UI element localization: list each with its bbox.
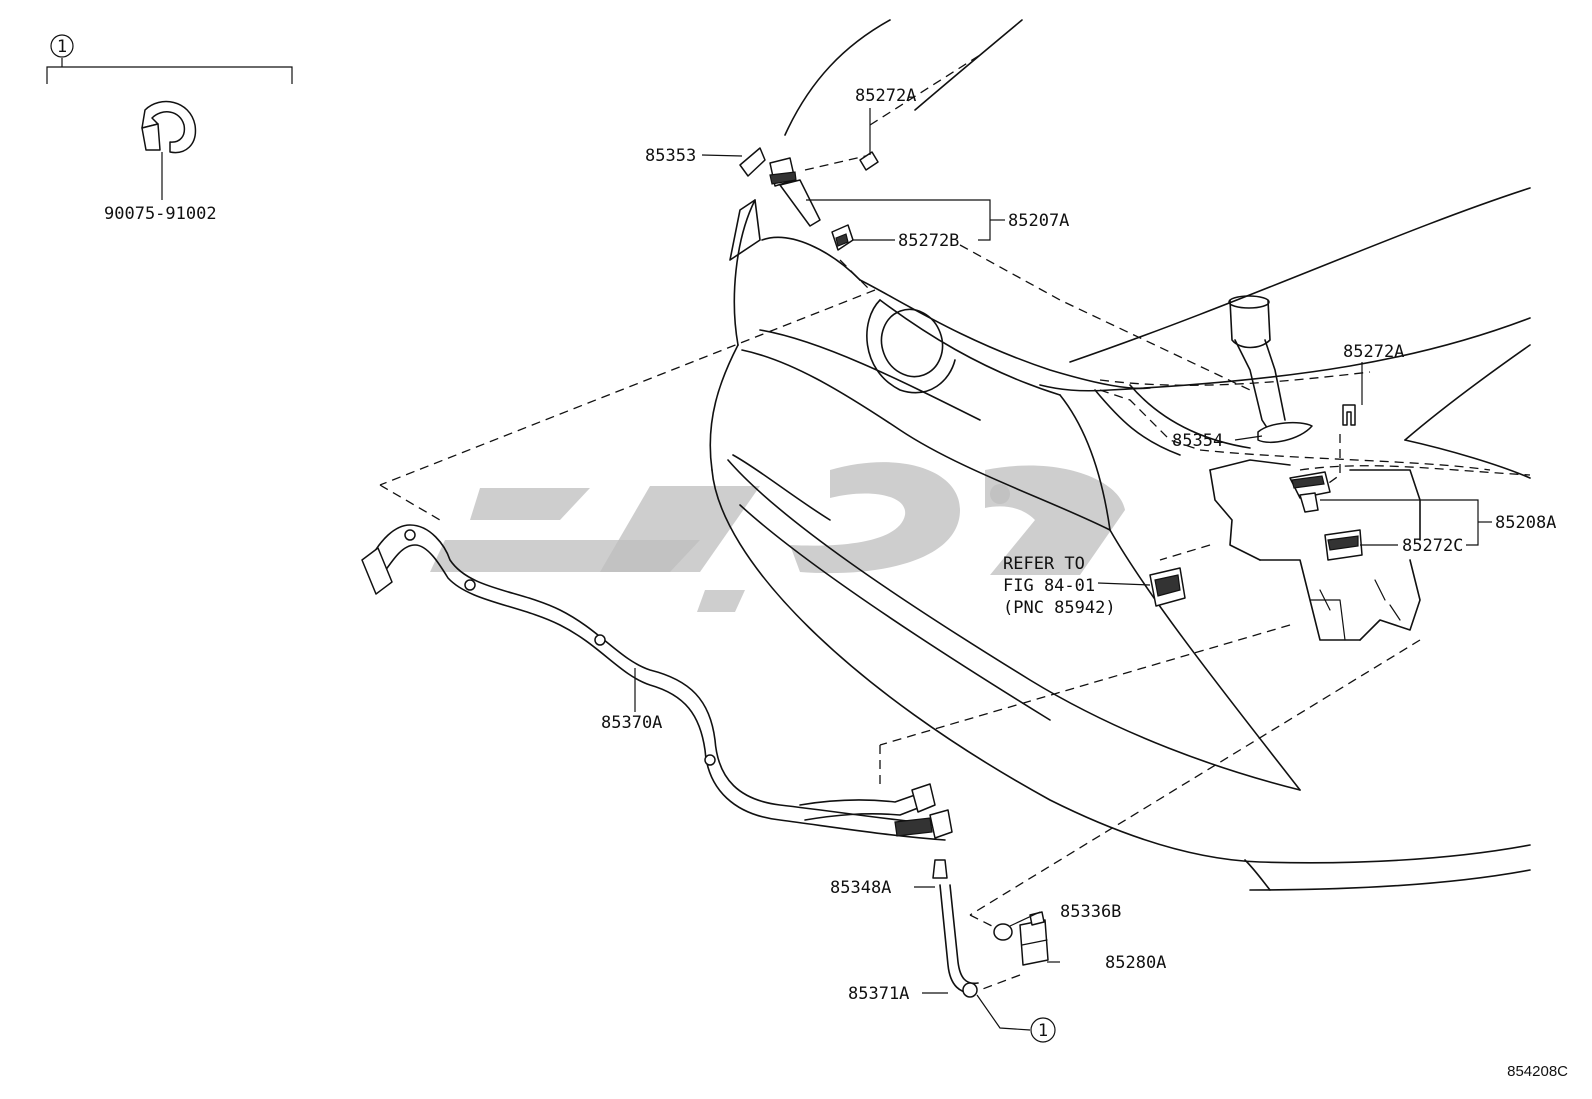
refer-note: REFER TO FIG 84-01 (PNC 85942)	[1003, 554, 1116, 618]
svg-text:FIG 84-01: FIG 84-01	[1003, 576, 1095, 596]
part-85353-cap	[739, 147, 766, 177]
part-85348A-joint	[932, 859, 948, 879]
label-85272A-top: 85272A	[855, 86, 916, 106]
label-85353: 85353	[645, 146, 696, 166]
label-85272B: 85272B	[898, 231, 959, 251]
part-85336B-grommet	[993, 923, 1013, 941]
label-85370A: 85370A	[601, 713, 662, 733]
vehicle-body-outline	[709, 19, 1531, 891]
washer-tank	[1209, 295, 1421, 641]
label-85272C: 85272C	[1402, 536, 1463, 556]
svg-text:1: 1	[57, 37, 67, 57]
dashed-guide-lines	[379, 54, 1531, 991]
part-85272A-top-clip	[859, 151, 879, 171]
part-85942-motor	[1149, 567, 1186, 607]
part-85207A-nozzle	[769, 157, 821, 227]
label-85207A: 85207A	[1008, 211, 1069, 231]
part-85272C-clip	[1324, 529, 1363, 561]
label-85371A: 85371A	[848, 984, 909, 1004]
label-85336B: 85336B	[1060, 902, 1121, 922]
part-85272A-right-clip	[1342, 404, 1356, 426]
part-85272B-clip	[831, 224, 854, 251]
svg-text:1: 1	[1038, 1021, 1048, 1041]
svg-text:(PNC 85942): (PNC 85942)	[1003, 598, 1116, 618]
kit-marker: 1	[50, 34, 74, 58]
part-85371A-hose	[939, 884, 979, 998]
part-85354-cap	[1257, 421, 1313, 444]
part-90075-clamp	[141, 100, 197, 154]
label-90075-91002: 90075-91002	[104, 204, 217, 224]
hose-marker: 1	[1030, 1017, 1056, 1043]
label-85208A: 85208A	[1495, 513, 1556, 533]
watermark-logo	[430, 462, 1125, 612]
svg-text:REFER TO: REFER TO	[1003, 554, 1085, 574]
label-85348A: 85348A	[830, 878, 891, 898]
label-85272A-right: 85272A	[1343, 342, 1404, 362]
label-85354: 85354	[1172, 431, 1223, 451]
figure-code: 854208C	[1507, 1063, 1568, 1080]
part-85208A-nozzle	[1289, 471, 1331, 513]
label-85280A: 85280A	[1105, 953, 1166, 973]
leader-lines	[46, 58, 1492, 1031]
